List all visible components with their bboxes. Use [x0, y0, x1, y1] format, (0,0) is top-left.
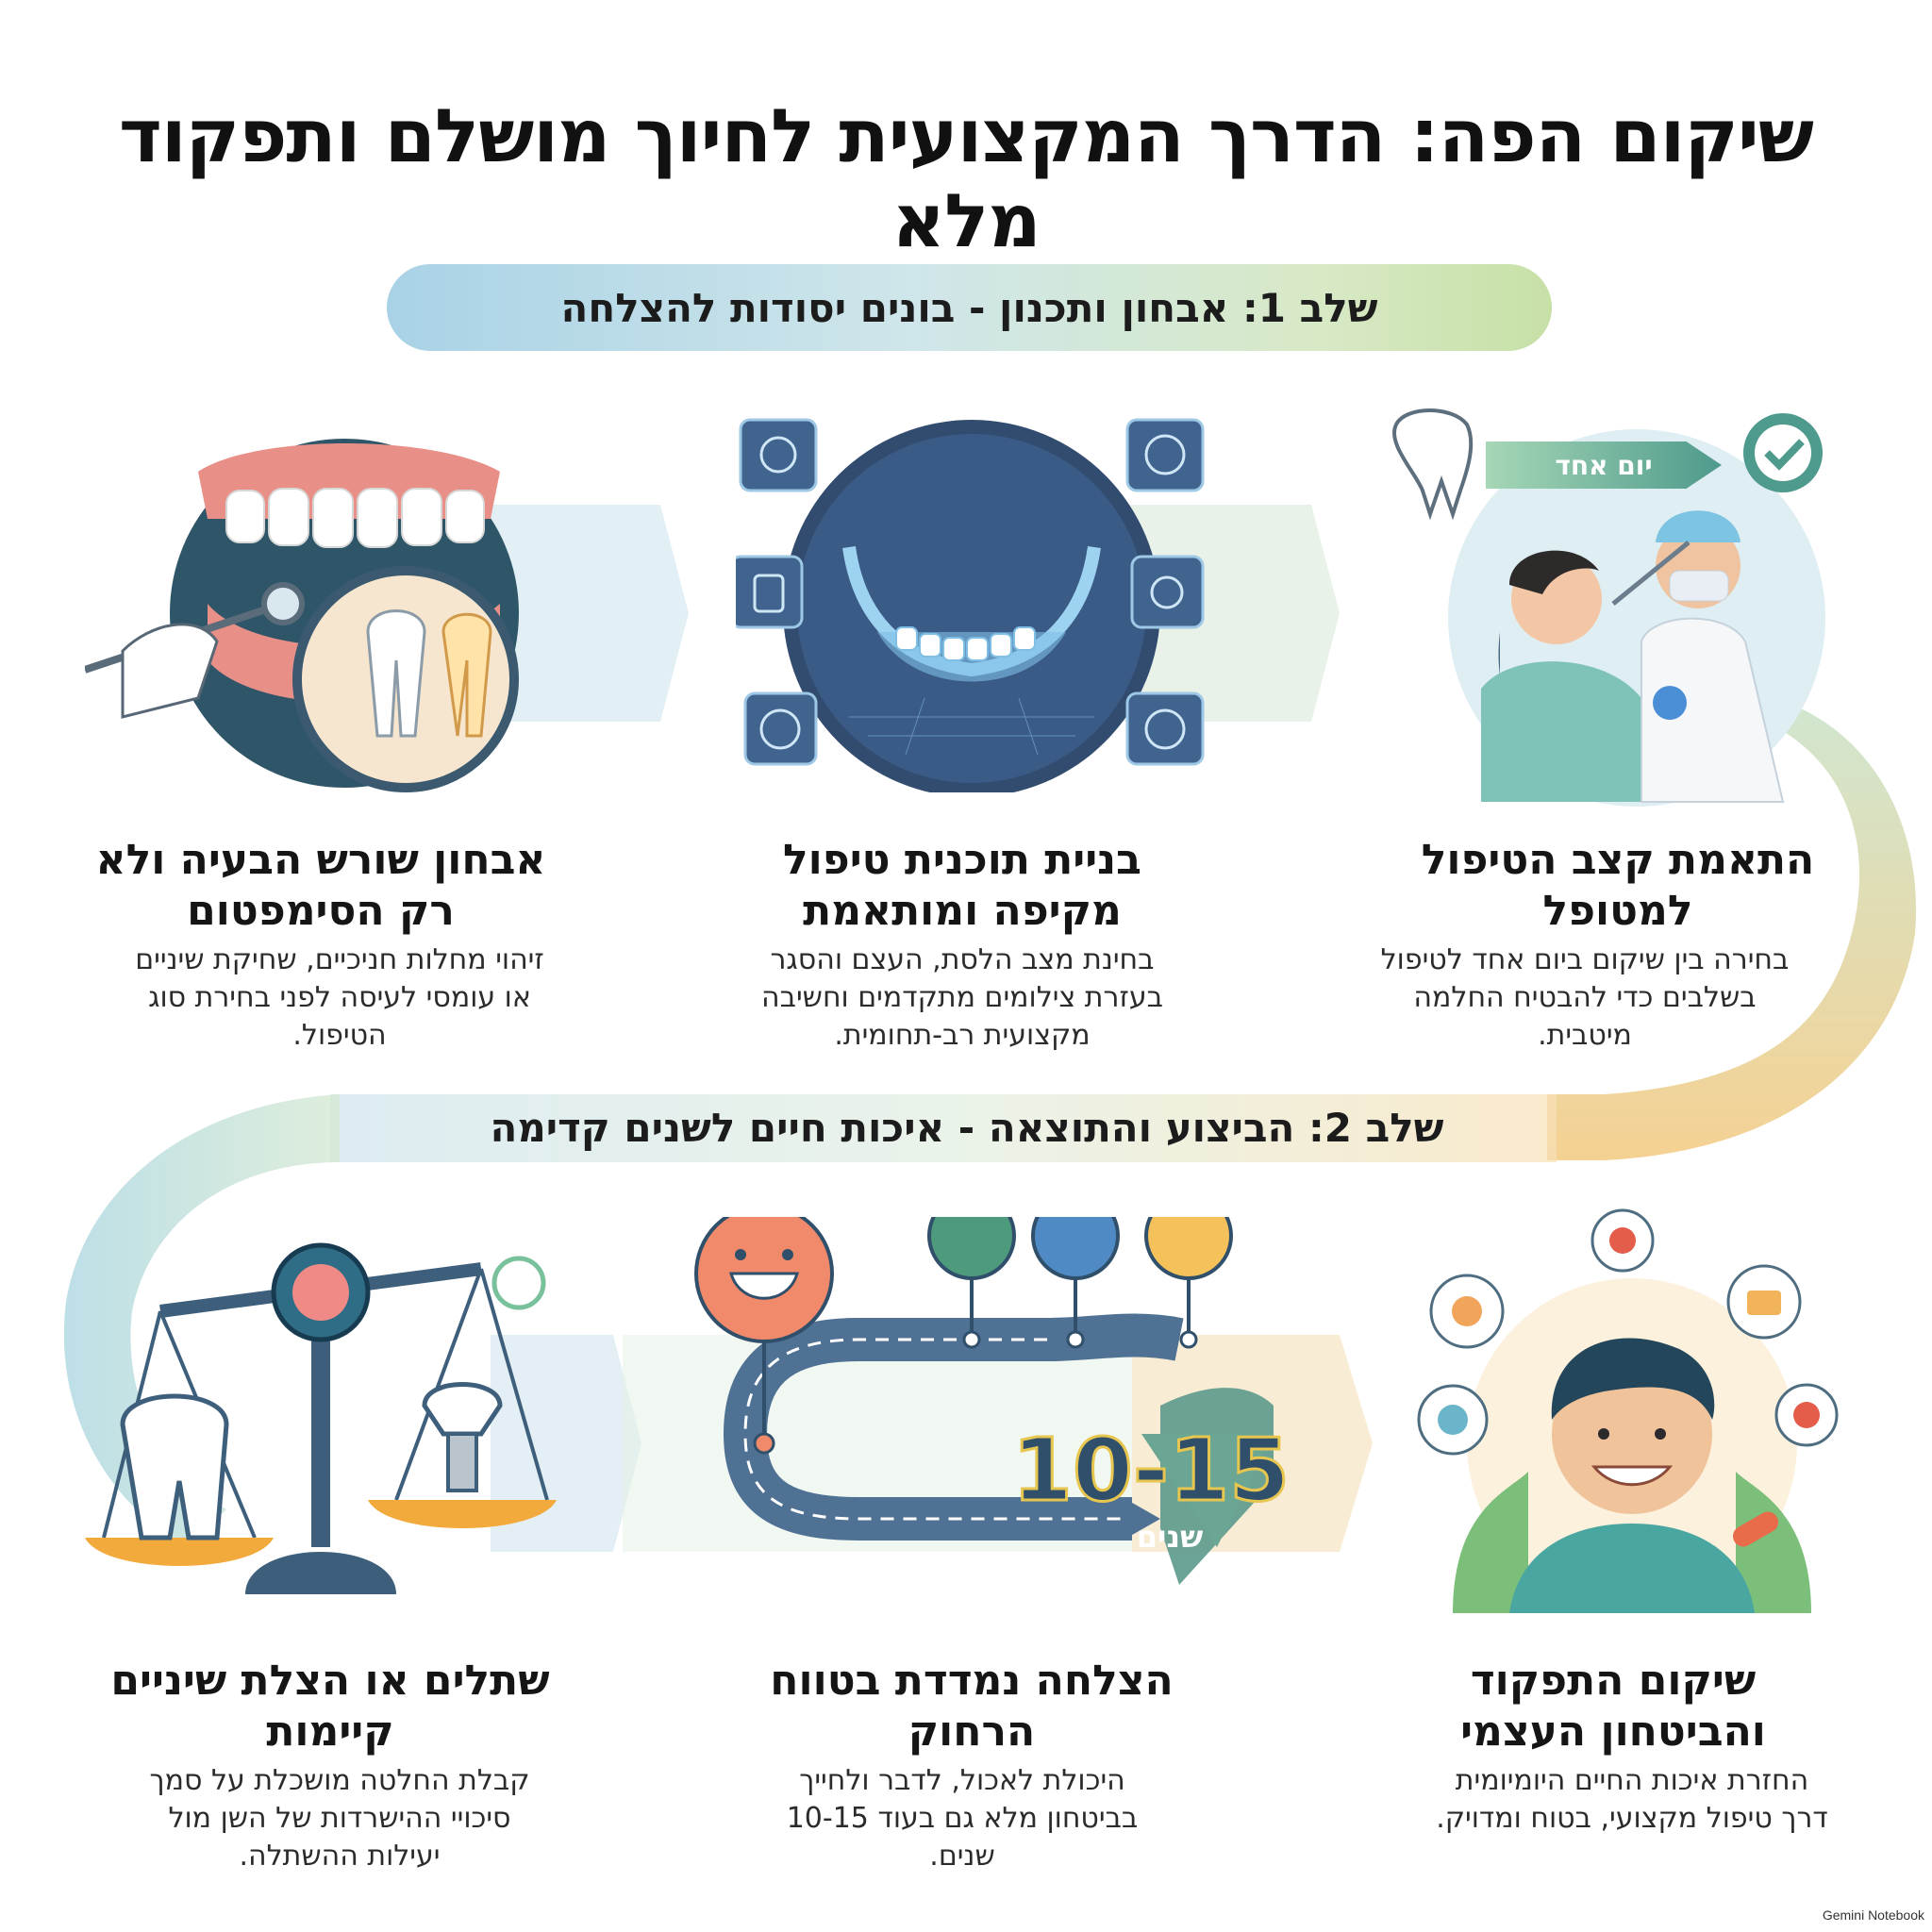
card2-title: בניית תוכנית טיפול מקיפה ומותאמת: [783, 836, 1141, 935]
stage1-label: שלב 1: אבחון ותכנון - בונים יסודות להצלח…: [560, 284, 1378, 331]
years-unit: שנים: [1137, 1519, 1203, 1555]
card2-desc: בחינת מצב הלסת, העצם והסגר בעזרת צילומים…: [761, 943, 1163, 1052]
card3-desc: זיהוי מחלות חניכיים, שחיקת שיניים או עומ…: [135, 943, 544, 1052]
road-success-icon: 10-15 שנים: [694, 1217, 1291, 1585]
stage1-banner: שלב 1: אבחון ותכנון - בונים יסודות להצלח…: [387, 264, 1552, 351]
one-day-label: יום אחד: [1555, 449, 1653, 481]
one-day-arrow: יום אחד: [1486, 441, 1722, 489]
card6-title: שתלים או הצלת שיניים קיימות: [110, 1657, 550, 1756]
card3-title: אבחון שורש הבעיה ולא רק הסימפטום: [95, 836, 546, 935]
jaw-planning-icon: [736, 418, 1205, 792]
stage2-label: שלב 2: הביצוע והתוצאה - איכות חיים לשנים…: [490, 1104, 1444, 1151]
stage2-banner: שלב 2: הביצוע והתוצאה - איכות חיים לשנים…: [415, 1094, 1519, 1160]
page-title: שיקום הפה: הדרך המקצועית לחיוך מושלם ותפ…: [119, 94, 1814, 264]
dentist-patient-icon: [1392, 408, 1825, 807]
card5-desc: היכולת לאכול, לדבר ולחייך בביטחון מלא גם…: [786, 1764, 1139, 1873]
card4-desc: החזרת איכות החיים היומיומית דרך טיפול מק…: [1436, 1764, 1828, 1835]
card5-title: הצלחה נמדדת בטווח הרחוק: [770, 1657, 1174, 1756]
confident-man-icon: [1417, 1208, 1839, 1613]
card6-desc: קבלת החלטה מושכלת על סמך סיכויי ההישרדות…: [149, 1764, 530, 1873]
watermark: Gemini Notebook: [1822, 1907, 1924, 1923]
decision-scale-icon: [85, 1242, 557, 1594]
card1-title: התאמת קצב הטיפול למטופל: [1421, 836, 1815, 935]
mouth-exam-icon: [85, 439, 519, 792]
card1-desc: בחירה בין שיקום ביום אחד לטיפול בשלבים כ…: [1380, 943, 1790, 1052]
card4-title: שיקום התפקוד והביטחון העצמי: [1460, 1657, 1766, 1756]
years-big-number: 10-15: [1012, 1420, 1290, 1521]
